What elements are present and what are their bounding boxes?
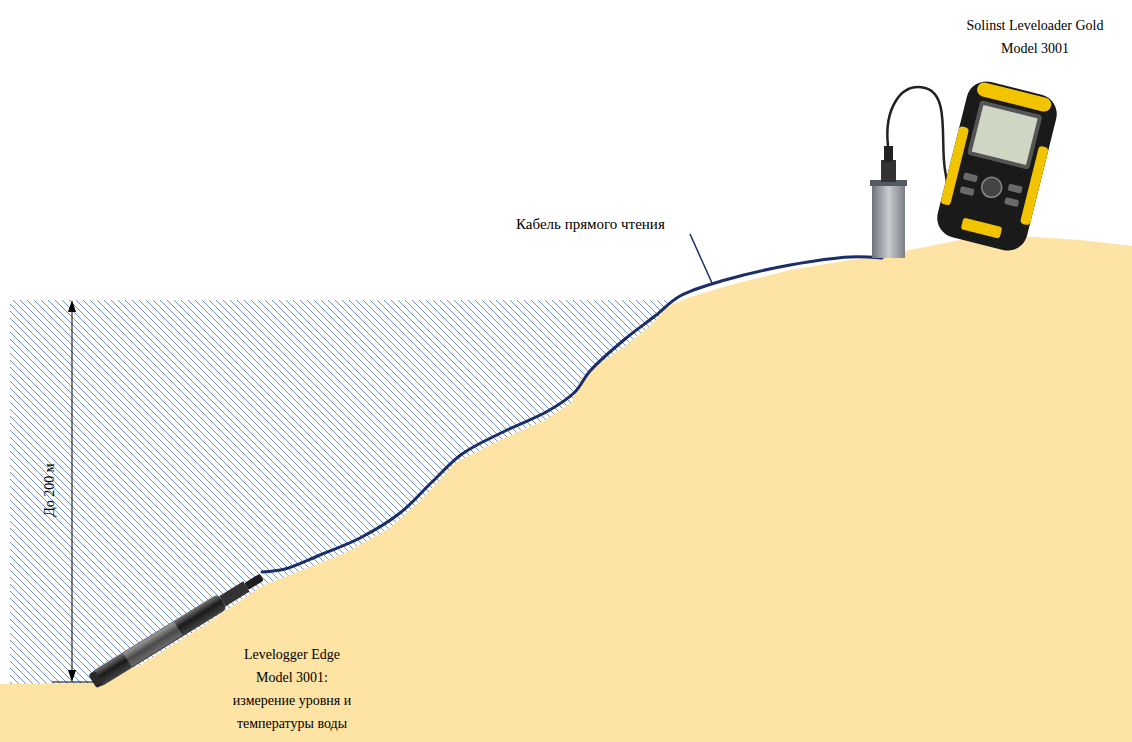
logger-unit: Levelogger Edge Model 3001: измерение ур… bbox=[85, 572, 345, 740]
reader-case bbox=[933, 77, 1061, 255]
pipe-connector bbox=[881, 160, 896, 182]
dimension-tick bbox=[52, 682, 100, 683]
reader-bezel bbox=[967, 100, 1043, 170]
reader-button bbox=[959, 186, 974, 196]
device-title: Levelogger Edge Model 3001: измерение ур… bbox=[228, 643, 356, 735]
dimension-label: До 200 м bbox=[41, 440, 59, 540]
reader-button bbox=[1007, 183, 1022, 193]
handheld-reader bbox=[933, 77, 1061, 255]
reader-grip bbox=[1020, 146, 1049, 226]
ground-fill bbox=[0, 236, 1132, 742]
reader-button bbox=[963, 172, 978, 182]
probe-head bbox=[219, 581, 249, 606]
water-hatch bbox=[10, 300, 672, 684]
well-pipe bbox=[872, 182, 905, 258]
reader-screen bbox=[972, 105, 1038, 165]
reader-unit: Solinst Leveloader Gold Model 3001 bbox=[860, 8, 1125, 258]
logger-probe bbox=[88, 569, 267, 689]
pipe-connector bbox=[884, 146, 893, 162]
reader-cable bbox=[887, 87, 975, 240]
dimension-arrowhead bbox=[68, 670, 76, 682]
reader-bottom bbox=[961, 217, 1003, 238]
reader-button bbox=[1004, 197, 1019, 207]
cable-connector bbox=[262, 257, 882, 572]
dimension-arrowhead bbox=[68, 300, 76, 312]
device-title: Solinst Leveloader Gold Model 3001 bbox=[950, 14, 1120, 60]
leader-line bbox=[690, 234, 712, 283]
pipe-rim bbox=[870, 180, 907, 186]
reader-grip bbox=[940, 126, 969, 206]
cable-label: Кабель прямого чтения bbox=[516, 214, 746, 234]
reader-top bbox=[976, 81, 1053, 113]
reader-button bbox=[980, 175, 1004, 199]
probe-cap bbox=[88, 671, 103, 689]
probe-connector bbox=[244, 574, 264, 590]
dimension-line bbox=[72, 308, 73, 674]
probe-body bbox=[90, 594, 227, 688]
probe-band bbox=[123, 622, 182, 667]
